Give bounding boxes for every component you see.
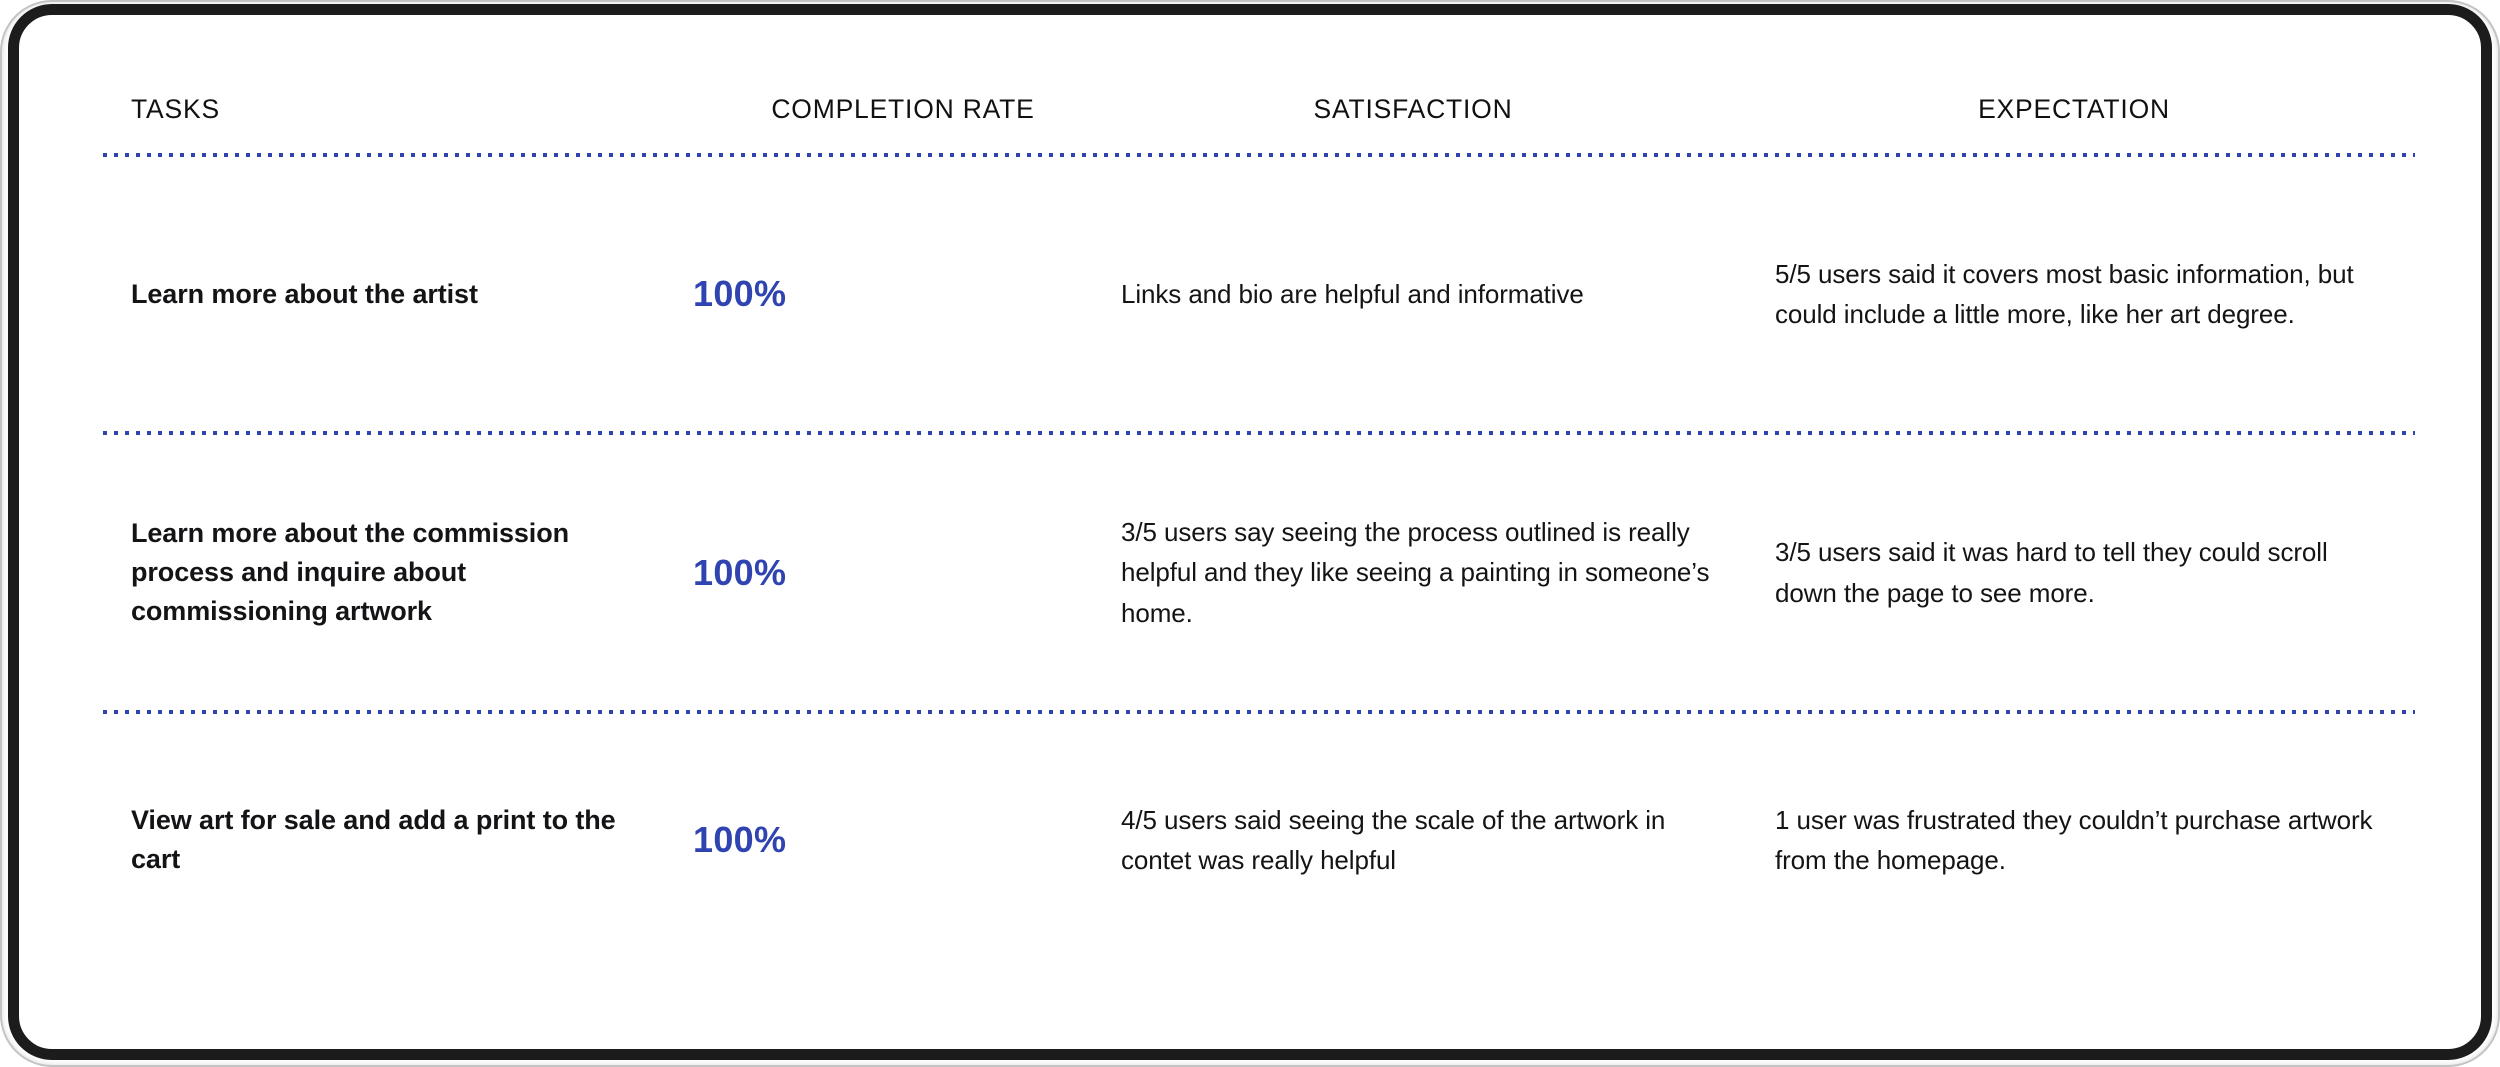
completion-rate-value: 100% <box>693 551 787 593</box>
header-cell-satisfaction-wrap: SATISFACTION <box>1113 94 1753 125</box>
expectation-text: 3/5 users said it was hard to tell they … <box>1775 537 2328 608</box>
header-cell-tasks-wrap: TASKS <box>103 94 693 125</box>
column-header-tasks: TASKS <box>131 93 220 124</box>
row-2-satisfaction-cell: 3/5 users say seeing the process outline… <box>1113 435 1753 710</box>
framed-card: TASKS COMPLETION RATE SATISFACTION EXPEC… <box>8 4 2492 1060</box>
dotted-divider-2 <box>103 710 2415 714</box>
row-2-expectation-cell: 3/5 users said it was hard to tell they … <box>1753 435 2415 710</box>
row-1-satisfaction-cell: Links and bio are helpful and informativ… <box>1113 157 1753 431</box>
header-cell-expectation-wrap: EXPECTATION <box>1753 94 2415 125</box>
task-label: View art for sale and add a print to the… <box>131 805 616 874</box>
row-3-expectation-cell: 1 user was frustrated they couldn’t purc… <box>1753 714 2415 966</box>
row-2-task-cell: Learn more about the commission process … <box>103 435 693 710</box>
task-label: Learn more about the artist <box>131 278 478 309</box>
dotted-divider-top <box>103 153 2415 157</box>
dotted-divider-1 <box>103 431 2415 435</box>
task-label: Learn more about the commission process … <box>131 518 569 626</box>
satisfaction-text: 4/5 users said seeing the scale of the a… <box>1121 804 1666 875</box>
satisfaction-text: 3/5 users say seeing the process outline… <box>1121 517 1710 628</box>
usability-results-table: TASKS COMPLETION RATE SATISFACTION EXPEC… <box>103 65 2415 966</box>
row-1-rate-cell: 100% <box>693 157 1113 431</box>
table-row: View art for sale and add a print to the… <box>103 714 2415 966</box>
column-header-expectation: EXPECTATION <box>1978 93 2170 124</box>
column-header-satisfaction: SATISFACTION <box>1313 93 1513 124</box>
row-3-rate-cell: 100% <box>693 714 1113 966</box>
row-1-expectation-cell: 5/5 users said it covers most basic info… <box>1753 157 2415 431</box>
completion-rate-value: 100% <box>693 273 787 314</box>
completion-rate-value: 100% <box>693 819 787 860</box>
row-1-task-cell: Learn more about the artist <box>103 157 693 431</box>
expectation-text: 5/5 users said it covers most basic info… <box>1775 258 2354 329</box>
expectation-text: 1 user was frustrated they couldn’t purc… <box>1775 804 2373 875</box>
row-3-task-cell: View art for sale and add a print to the… <box>103 714 693 966</box>
table-header-row: TASKS COMPLETION RATE SATISFACTION EXPEC… <box>103 65 2415 153</box>
header-cell-rate-wrap: COMPLETION RATE <box>693 94 1113 125</box>
table-row: Learn more about the artist 100% Links a… <box>103 157 2415 431</box>
column-header-completion-rate: COMPLETION RATE <box>771 93 1035 124</box>
row-3-satisfaction-cell: 4/5 users said seeing the scale of the a… <box>1113 714 1753 966</box>
table-row: Learn more about the commission process … <box>103 435 2415 710</box>
row-2-rate-cell: 100% <box>693 435 1113 710</box>
satisfaction-text: Links and bio are helpful and informativ… <box>1121 278 1584 309</box>
